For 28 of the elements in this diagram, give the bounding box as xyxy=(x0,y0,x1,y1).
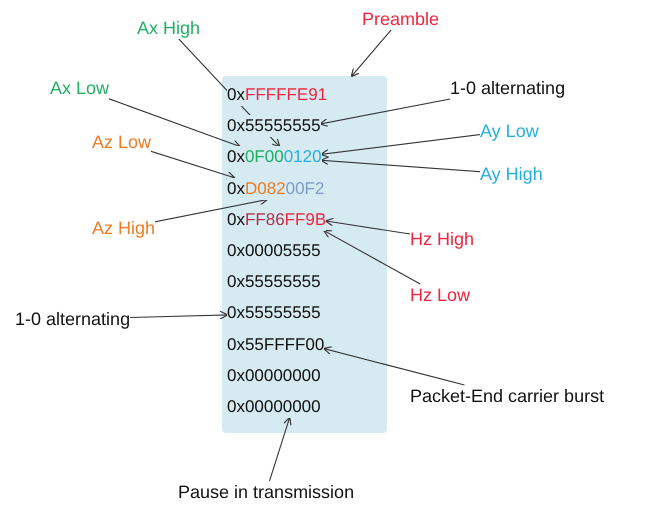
leader-arrow xyxy=(108,98,241,148)
annotation-label: Packet-End carrier burst xyxy=(410,385,604,407)
leader-arrow xyxy=(322,346,465,386)
leader-arrow xyxy=(323,230,420,284)
leader-arrow xyxy=(320,156,480,172)
annotation-label: Az Low xyxy=(92,131,152,153)
packet-band xyxy=(222,76,387,433)
leader-arrow xyxy=(324,218,410,235)
annotation-label: Ax Low xyxy=(50,77,110,99)
annotation-label: 1-0 alternating xyxy=(15,308,130,330)
leader-arrow xyxy=(130,310,228,320)
leader-arrow xyxy=(350,30,392,78)
annotation-label: Ay High xyxy=(480,163,543,185)
leader-arrow xyxy=(320,134,480,158)
annotation-label: Hz High xyxy=(410,228,474,250)
annotation-label: Pause in transmission xyxy=(178,481,354,503)
annotation-label: 1-0 alternating xyxy=(450,77,566,99)
annotation-label: Az High xyxy=(92,217,156,239)
leader-arrow xyxy=(319,98,450,127)
hex-word: 0x55555555 xyxy=(227,115,321,138)
hex-word: 0xD08200F2 xyxy=(227,178,324,200)
annotation-label: Ax High xyxy=(137,17,200,39)
leader-arrow xyxy=(268,416,292,482)
annotation-label: Preamble xyxy=(362,8,440,30)
annotation-label: Ay Low xyxy=(480,120,539,142)
leader-arrow xyxy=(178,38,280,148)
annotation-label: Hz Low xyxy=(410,284,470,306)
leader-arrow xyxy=(150,150,236,180)
